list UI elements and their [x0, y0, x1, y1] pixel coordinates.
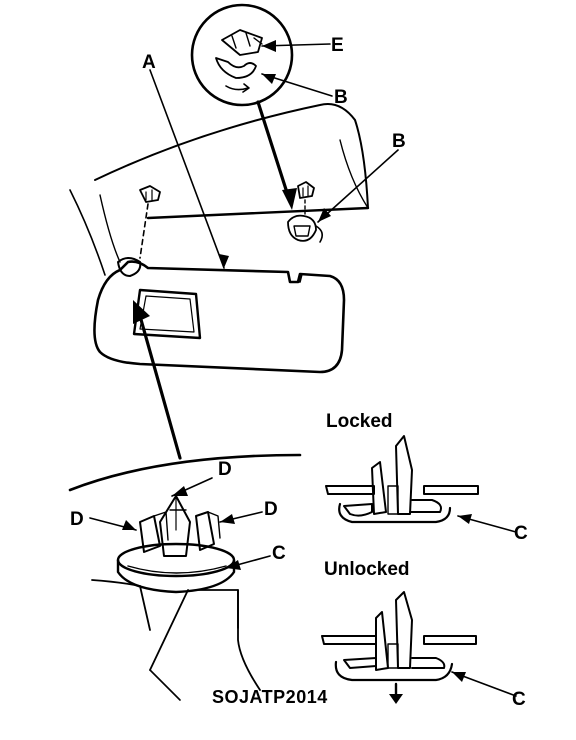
callout-a: A — [142, 52, 156, 73]
clip-c — [116, 542, 236, 594]
clip-detail — [68, 453, 302, 701]
leader-arrowheads — [122, 40, 472, 682]
figure-code: SOJATP2014 — [212, 687, 328, 707]
unlocked-label: Unlocked — [324, 559, 410, 580]
clip-tabs-d — [139, 495, 221, 557]
callout-d-right: D — [264, 499, 278, 520]
callout-d-top: D — [218, 459, 232, 480]
detail-arrow — [256, 100, 297, 210]
left-mount-clip — [139, 185, 161, 259]
unlocked-section — [321, 591, 477, 704]
callout-c-unlocked: C — [512, 689, 526, 710]
callout-b-top: B — [334, 87, 348, 108]
detail-circle — [190, 3, 294, 107]
right-mount-clip — [287, 181, 324, 243]
callout-c-clip: C — [272, 543, 286, 564]
callout-b-mid: B — [392, 131, 406, 152]
callout-e: E — [331, 35, 344, 56]
callout-d-left: D — [70, 509, 84, 530]
sun-visor — [93, 257, 346, 374]
locked-section — [325, 435, 479, 524]
headliner — [69, 103, 370, 276]
callout-c-locked: C — [514, 523, 528, 544]
locked-label: Locked — [326, 411, 393, 432]
clip-detail-arrow — [133, 300, 182, 460]
